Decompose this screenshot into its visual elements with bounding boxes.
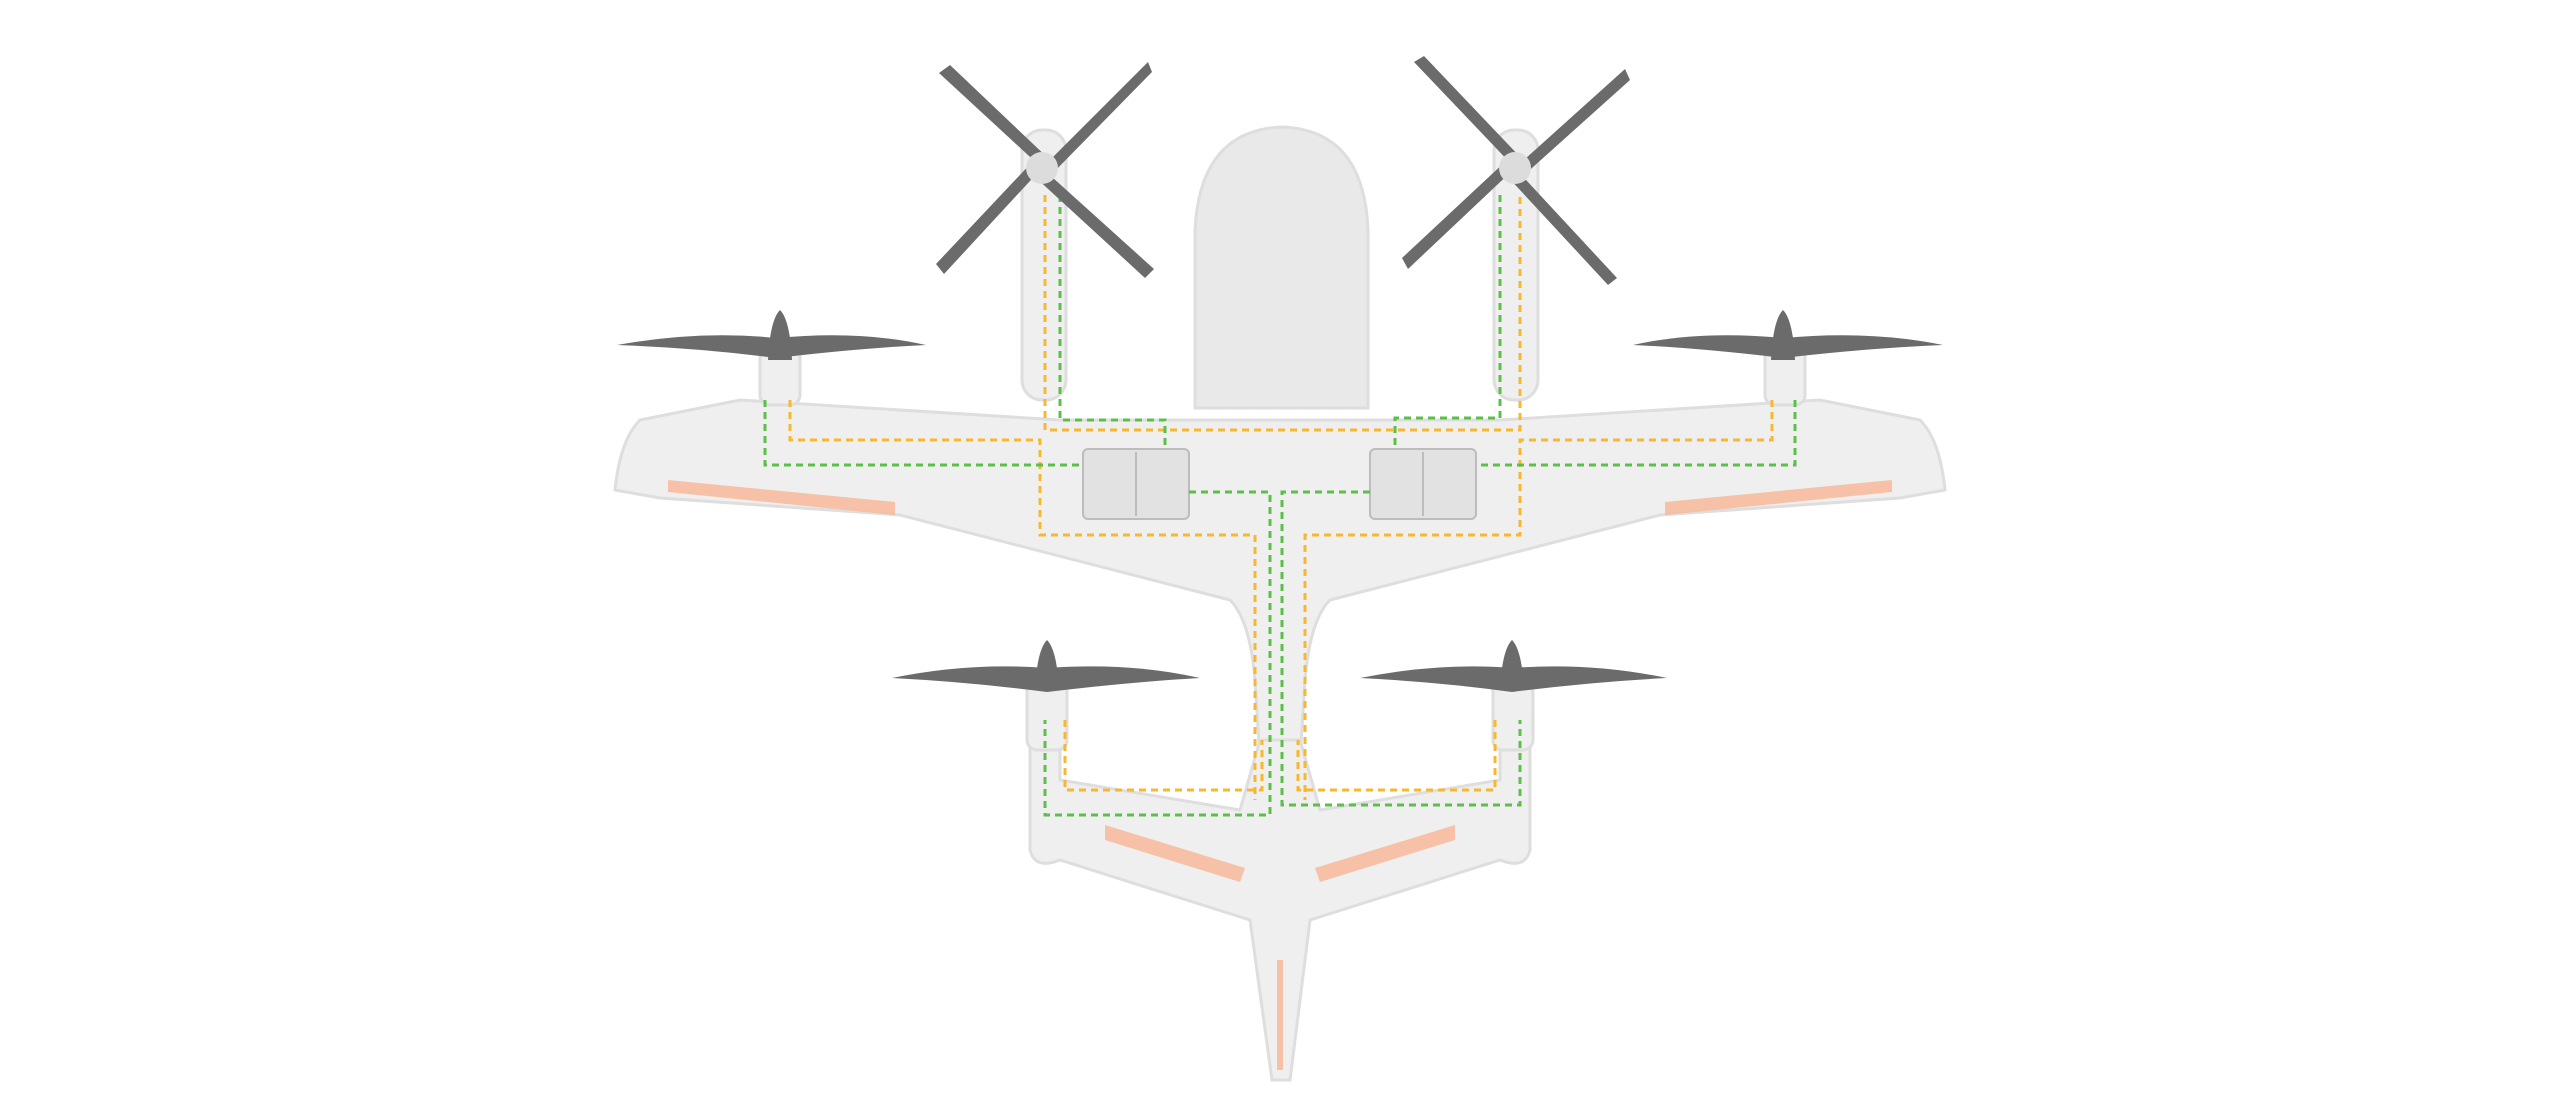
- control-surfaces: [668, 480, 1892, 1070]
- lift-rotor-front-left: [936, 62, 1154, 278]
- elevator-right: [1315, 825, 1455, 882]
- airframe: [613, 125, 1947, 1082]
- tilt-prop-rear-right: [1360, 640, 1667, 692]
- battery-packs: [1082, 448, 1477, 520]
- aileron-left: [668, 480, 895, 515]
- tilt-prop-outer-right: [1633, 310, 1943, 360]
- power-wiring: [788, 195, 1774, 800]
- rudder: [1277, 960, 1283, 1070]
- rear-wing: [1028, 698, 1532, 1082]
- lift-rotor-front-right: [1402, 56, 1630, 285]
- tilt-prop-rear-left: [892, 640, 1200, 692]
- tilt-prop-outer-left: [617, 310, 926, 360]
- elevator-left: [1105, 825, 1245, 882]
- cockpit: [1193, 125, 1370, 410]
- signal-wiring: [763, 195, 1797, 817]
- propellers: [617, 56, 1943, 692]
- aileron-right: [1665, 480, 1892, 515]
